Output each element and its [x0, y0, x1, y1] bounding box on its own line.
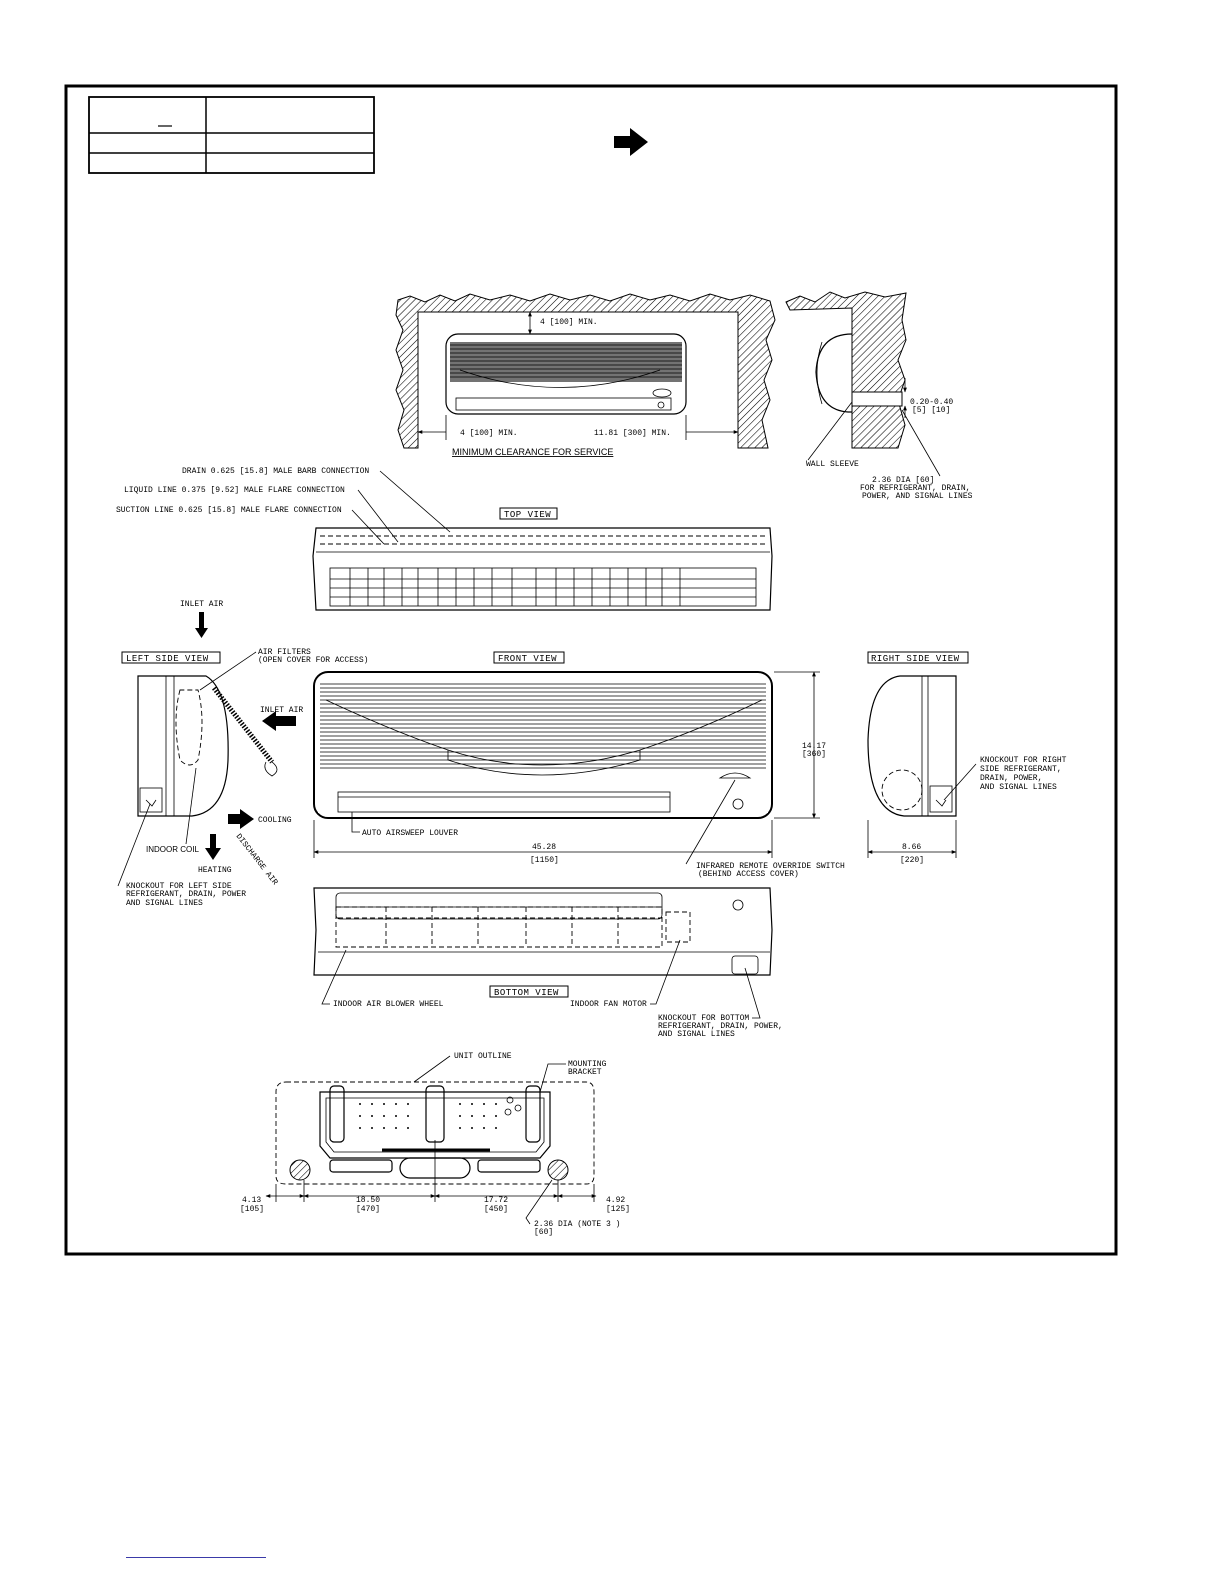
dim-4-92-label: 4.92: [606, 1196, 625, 1205]
height-label: 14.17: [802, 742, 826, 751]
bottom-view-tag: [489, 985, 569, 998]
fan-motor-label: INDOOR FAN MOTOR: [570, 1000, 647, 1009]
wall-hole-label-2: FOR REFRIGERANT, DRAIN,: [860, 484, 970, 493]
drain-connection-label: DRAIN 0.625 [15.8] MALE BARB CONNECTION: [182, 467, 369, 476]
left-knockout-label-3: AND SIGNAL LINES: [126, 899, 203, 908]
unit-outline-label: UNIT OUTLINE: [454, 1052, 512, 1061]
liquid-line-label: LIQUID LINE 0.375 [9.52] MALE FLARE CONN…: [124, 486, 345, 495]
wall-hole-label-3: POWER, AND SIGNAL LINES: [862, 492, 973, 501]
bottom-view-title: BOTTOM VIEW: [494, 988, 559, 998]
wall-sleeve-detail: 0.20-0.40 [5] [10] WALL SLEEVE 2.36 DIA …: [785, 291, 973, 501]
indoor-coil-label: INDOOR COIL: [146, 845, 199, 854]
title-table: [88, 96, 375, 174]
inlet-air-top-label: INLET AIR: [180, 600, 223, 609]
depth-mm-label: [220]: [900, 856, 924, 865]
air-filters-label: AIR FILTERS: [258, 648, 311, 657]
top-view: DRAIN 0.625 [15.8] MALE BARB CONNECTION …: [116, 467, 773, 611]
mounting-bracket-label-1: MOUNTING: [568, 1060, 607, 1069]
change-arrow-icon: [614, 128, 648, 156]
dim-18-50-mm-label: [470]: [356, 1205, 380, 1214]
mounting-bracket-view: UNIT OUTLINE MOUNTING BRACKET: [240, 1052, 630, 1237]
wall-gap-mm-label: [5] [10]: [912, 406, 950, 415]
bottom-view: BOTTOM VIEW INDOOR AIR BLOWER WHEEL INDO…: [313, 887, 783, 1039]
dim-18-50-label: 18.50: [356, 1196, 380, 1205]
cooling-label: COOLING: [258, 816, 292, 825]
right-side-view: RIGHT SIDE VIEW KNOCKOUT FOR RIGHT SIDE …: [867, 651, 1067, 865]
right-knockout-label-2: SIDE REFRIGERANT,: [980, 765, 1062, 774]
air-filters-access-label: (OPEN COVER FOR ACCESS): [258, 656, 368, 665]
ir-switch-label-2: (BEHIND ACCESS COVER): [698, 870, 799, 879]
left-side-view-title: LEFT SIDE VIEW: [126, 654, 209, 664]
top-view-title: TOP VIEW: [504, 510, 551, 520]
clearance-caption: MINIMUM CLEARANCE FOR SERVICE: [452, 447, 613, 457]
front-view-tag: [493, 651, 565, 664]
left-side-view: INLET AIR LEFT SIDE VIEW AIR FILTERS (OP…: [117, 600, 368, 908]
ir-switch-label-1: INFRARED REMOTE OVERRIDE SWITCH: [696, 862, 845, 871]
left-side-view-tag: [121, 651, 221, 664]
cooling-arrow-icon: [228, 809, 254, 829]
width-label: 45.28: [532, 843, 556, 852]
dim-17-72-label: 17.72: [484, 1196, 508, 1205]
height-mm-label: [360]: [802, 750, 826, 759]
right-side-view-tag: [867, 651, 969, 664]
wall-hole-label-1: 2.36 DIA [60]: [872, 476, 934, 485]
right-knockout-label-4: AND SIGNAL LINES: [980, 783, 1057, 792]
page-frame: [64, 84, 1118, 1256]
depth-label: 8.66: [902, 843, 921, 852]
bottom-knockout-label-1: KNOCKOUT FOR BOTTOM: [658, 1014, 749, 1023]
left-knockout-label-1: KNOCKOUT FOR LEFT SIDE: [126, 882, 232, 891]
bottom-knockout-label-3: AND SIGNAL LINES: [658, 1030, 735, 1039]
footer-link-line: [126, 1557, 266, 1558]
inlet-air-down-arrow-icon: [195, 612, 208, 638]
dim-4-13-label: 4.13: [242, 1196, 261, 1205]
dim-17-72-mm-label: [450]: [484, 1205, 508, 1214]
wall-sleeve-label: WALL SLEEVE: [806, 460, 859, 469]
bracket-hole-label: 2.36 DIA (NOTE 3 ): [534, 1220, 620, 1229]
width-mm-label: [1150]: [530, 856, 559, 865]
right-side-view-title: RIGHT SIDE VIEW: [871, 654, 960, 664]
right-knockout-label-1: KNOCKOUT FOR RIGHT: [980, 756, 1067, 765]
wall-gap-label: 0.20-0.40: [910, 398, 953, 407]
bottom-knockout-label-2: REFRIGERANT, DRAIN, POWER,: [658, 1022, 783, 1031]
bracket-hole-mm-label: [60]: [534, 1228, 553, 1237]
clearance-top-label: 4 [100] MIN.: [540, 318, 598, 327]
service-clearance-view: 4 [100] MIN. 4 [100] MIN. 11.81 [300] MI…: [395, 293, 776, 457]
mounting-bracket-label-2: BRACKET: [568, 1068, 602, 1077]
blower-wheel-label: INDOOR AIR BLOWER WHEEL: [333, 1000, 444, 1009]
front-view-title: FRONT VIEW: [498, 654, 557, 664]
inlet-air-front-label: INLET AIR: [260, 706, 303, 715]
inlet-air-left-arrow-icon: [262, 711, 296, 731]
dim-4-92-mm-label: [125]: [606, 1205, 630, 1214]
heating-arrow-icon: [205, 834, 221, 860]
front-view: FRONT VIEW 14.17 [360] 45.28 [1150] AUTO…: [313, 651, 845, 879]
clearance-right-label: 11.81 [300] MIN.: [594, 429, 671, 438]
clearance-left-label: 4 [100] MIN.: [460, 429, 518, 438]
top-view-tag: [499, 507, 558, 520]
heating-label: HEATING: [198, 866, 232, 875]
left-knockout-label-2: REFRIGERANT, DRAIN, POWER: [126, 890, 246, 899]
right-knockout-label-3: DRAIN, POWER,: [980, 774, 1042, 783]
louver-label: AUTO AIRSWEEP LOUVER: [362, 829, 458, 838]
discharge-air-label: DISCHARGE AIR: [234, 832, 280, 887]
dim-4-13-mm-label: [105]: [240, 1205, 264, 1214]
suction-line-label: SUCTION LINE 0.625 [15.8] MALE FLARE CON…: [116, 506, 342, 515]
